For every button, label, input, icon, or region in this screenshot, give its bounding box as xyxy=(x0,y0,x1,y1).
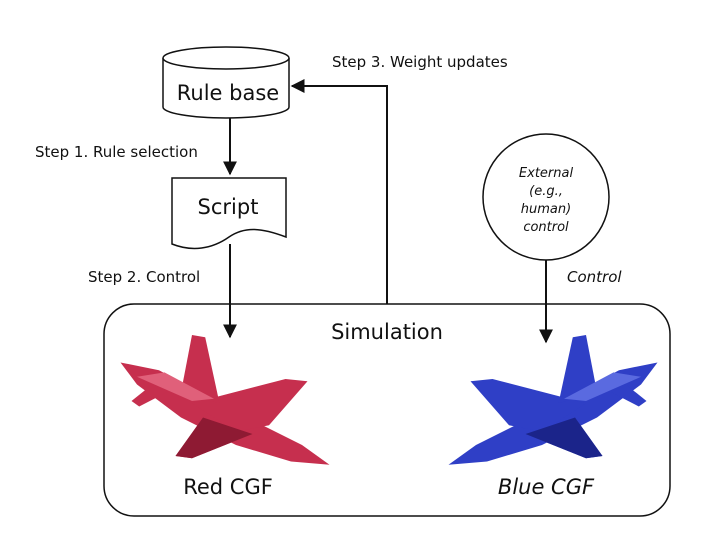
weight-updates-arrow xyxy=(290,79,388,304)
external-line-4: control xyxy=(523,220,569,235)
red-jet-highlight xyxy=(137,372,214,401)
blue-jet-shadow xyxy=(525,417,603,459)
script-shape xyxy=(171,177,287,250)
rule-selection-label: Step 1. Rule selection xyxy=(35,143,198,161)
red-jet-body xyxy=(120,335,330,465)
weight-updates-label: Step 3. Weight updates xyxy=(332,53,508,71)
external-line-2: (e.g., xyxy=(529,184,563,199)
red-jet-shadow xyxy=(175,417,253,459)
rule-base-label: Rule base xyxy=(177,81,279,105)
script-node: Script xyxy=(171,177,287,250)
external-control-node: External (e.g., human) control xyxy=(482,133,610,261)
external-line-1: External xyxy=(519,166,574,181)
script-label: Script xyxy=(198,195,259,219)
external-control-label: Control xyxy=(567,268,622,286)
blue-jet-icon xyxy=(448,335,658,465)
simulation-node: Simulation xyxy=(103,303,671,517)
rule-base-top xyxy=(162,46,290,70)
red-cgf-label: Red CGF xyxy=(183,475,273,499)
blue-jet-body xyxy=(448,335,658,465)
external-line-3: human) xyxy=(521,202,571,217)
rule-base-body xyxy=(162,58,290,119)
blue-jet-highlight xyxy=(564,372,641,401)
rule-base-node: Rule base xyxy=(162,46,290,119)
red-jet-icon xyxy=(120,335,330,465)
simulation-box xyxy=(103,303,671,517)
blue-cgf-label: Blue CGF xyxy=(498,475,595,499)
control-label: Step 2. Control xyxy=(88,268,200,286)
simulation-label: Simulation xyxy=(331,320,443,344)
